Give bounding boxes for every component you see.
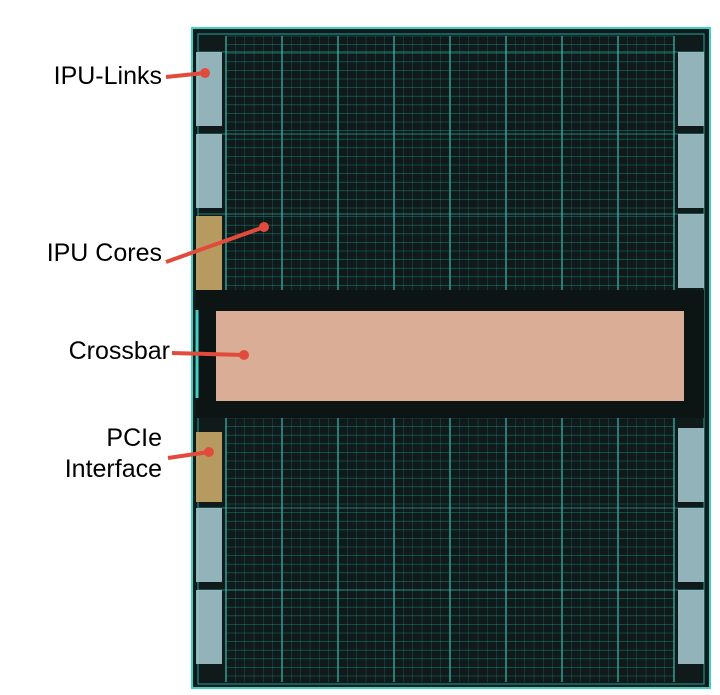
ipu-link-blocks-left — [196, 52, 222, 664]
ipu-link-block — [196, 508, 222, 582]
ipu-link-block — [678, 214, 704, 288]
ipu-link-block — [678, 52, 704, 126]
ipu-link-block — [678, 508, 704, 582]
ipu-link-blocks-right — [678, 52, 704, 664]
label-pcie-line2: Interface — [64, 455, 162, 483]
pointer-dot-pcie — [204, 447, 214, 457]
ipu-link-block — [678, 590, 704, 664]
label-ipu-cores: IPU Cores — [46, 239, 162, 267]
ipu-link-block — [678, 428, 704, 502]
pointer-line-ipu-links — [165, 71, 206, 79]
pointers — [165, 68, 269, 460]
pointer-dot-ipu-links — [200, 68, 210, 78]
crossbar-overlay — [216, 311, 684, 401]
pointer-dot-ipu-cores — [259, 222, 269, 232]
pointer-line-pcie — [167, 450, 210, 460]
label-pcie-line1: PCIe — [106, 424, 162, 452]
ipu-link-block — [196, 590, 222, 664]
ipu-core-grid — [197, 33, 705, 685]
ipu-link-block — [196, 52, 222, 126]
ipu-link-block — [678, 134, 704, 208]
pointer-dot-crossbar — [239, 350, 249, 360]
pointer-line-ipu-cores — [165, 225, 265, 264]
label-crossbar: Crossbar — [68, 337, 170, 365]
interface-block-upper — [196, 216, 222, 290]
ipu-link-block — [196, 134, 222, 208]
label-ipu-links: IPU-Links — [53, 62, 162, 90]
pointer-line-crossbar — [171, 351, 245, 357]
pcie-interface-block — [196, 432, 222, 502]
